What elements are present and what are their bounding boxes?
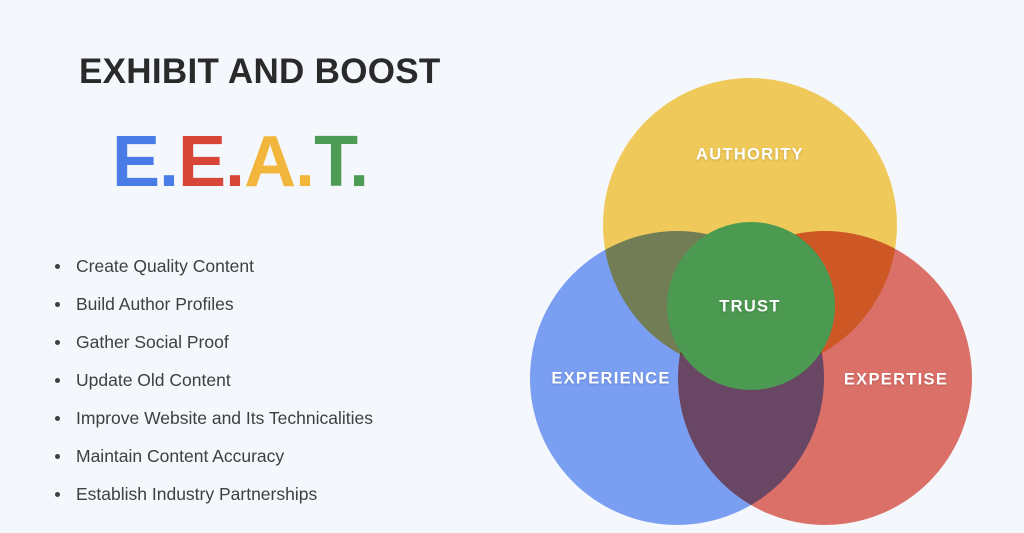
list-item: Gather Social Proof: [52, 333, 492, 352]
list-item: Establish Industry Partnerships: [52, 485, 492, 504]
venn-circle-trust: [667, 222, 835, 390]
list-item: Create Quality Content: [52, 257, 492, 276]
wordmark-glyph-e2: E.: [178, 122, 245, 202]
list-item: Build Author Profiles: [52, 295, 492, 314]
venn-diagram: AUTHORITY EXPERIENCE EXPERTISE TRUST: [500, 0, 1024, 533]
list-item: Maintain Content Accuracy: [52, 447, 492, 466]
wordmark-glyph-t: T.: [314, 122, 369, 202]
page-title: EXHIBIT AND BOOST: [79, 52, 441, 91]
venn-circles-svg: [530, 78, 972, 525]
eeat-wordmark: E. E. A. T.: [112, 122, 369, 202]
wordmark-glyph-e1: E.: [112, 122, 179, 202]
tactics-list: Create Quality Content Build Author Prof…: [52, 257, 492, 524]
wordmark-glyph-a: A.: [244, 122, 315, 202]
list-item: Improve Website and Its Technicalities: [52, 409, 492, 428]
left-content-panel: EXHIBIT AND BOOST E. E. A. T. Create Qua…: [0, 0, 500, 533]
list-item: Update Old Content: [52, 371, 492, 390]
